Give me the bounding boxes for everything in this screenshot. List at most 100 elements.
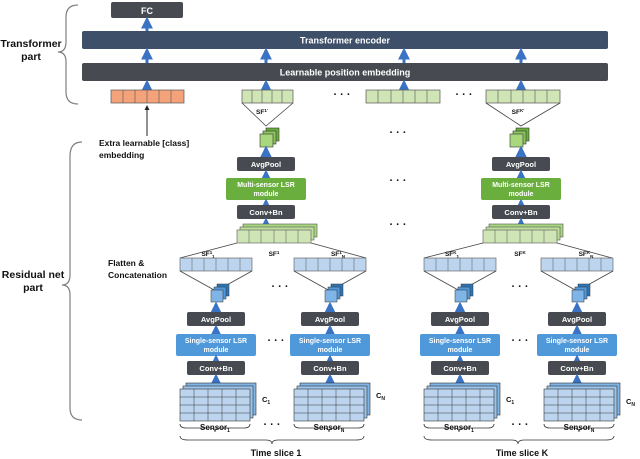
feature-stack-sfk [482, 223, 564, 244]
sensor-brace [293, 423, 365, 433]
concat-funnel-slicek [423, 242, 613, 259]
avgpool-label: AvgPool [506, 160, 536, 169]
single-lsr-label-1: Single-sensor LSR [185, 338, 247, 345]
single-sensor-column-s1-1 [176, 301, 256, 386]
sfk-prime-label: SFK' [512, 108, 525, 116]
transformer-part-label-2: part [21, 51, 41, 63]
sensor-grid-sk-n [543, 382, 621, 422]
class-embedding-label-2: embedding [99, 150, 144, 160]
feature-row-blue [179, 257, 253, 272]
avgpool-label: AvgPool [315, 315, 345, 324]
time-slice-brace [423, 435, 615, 445]
sf1-prime-label: SF1' [256, 108, 268, 116]
time-slice-k-label: Time slice K [496, 448, 549, 458]
time-slice-brace [179, 435, 365, 445]
multi-sensor-lsr-box [481, 178, 561, 200]
single-lsr-label-1: Single-sensor LSR [299, 338, 361, 345]
sf1-label: SF1 [269, 250, 280, 258]
multi-sensor-lsr-label-1: Multi-sensor LSR [237, 182, 295, 189]
conv-bn-label: Conv+Bn [443, 364, 477, 373]
class-embedding-label-1: Extra learnable [class] [99, 138, 189, 148]
concat-funnel-slice1 [179, 242, 367, 259]
fc-box [111, 2, 183, 18]
channel-label: C1 [506, 395, 514, 406]
multi-sensor-lsr-label-2: module [509, 191, 534, 198]
transformer-bracket [57, 4, 79, 105]
conv-bn-box [237, 205, 295, 219]
avgpool-label: AvgPool [201, 315, 231, 324]
transformer-encoder-label: Transformer encoder [300, 36, 391, 46]
conv-bn-label: Conv+Bn [560, 364, 594, 373]
avgpool-label: AvgPool [445, 315, 475, 324]
transformer-encoder-box [82, 31, 608, 49]
residual-part-label-1: Residual net [2, 269, 65, 281]
token-sf1-prime [241, 89, 294, 104]
avgpool-label: AvgPool [251, 160, 281, 169]
sensor-label: SensorN [564, 423, 595, 434]
ellipsis: · · · [263, 419, 280, 431]
token-middle [365, 89, 441, 104]
multi-sensor-lsr-label-2: module [254, 191, 279, 198]
sensor-grid-sk-1 [423, 382, 501, 422]
ellipsis: · · · [511, 281, 528, 293]
ellipsis: · · · [511, 419, 528, 431]
sfk-1-label: SFK1 [445, 250, 460, 259]
conv-bn-label: Conv+Bn [199, 364, 233, 373]
feature-row-blue [293, 257, 367, 272]
conv-bn-label: Conv+Bn [249, 208, 283, 217]
feature-row-blue [540, 257, 614, 272]
ellipsis: · · · [389, 127, 406, 139]
sf1-n-label: SF1N [331, 250, 345, 259]
class-token [110, 89, 185, 104]
token-sfk-prime [485, 89, 561, 104]
sensor-brace [423, 423, 495, 433]
cube-icon [571, 283, 591, 303]
single-sensor-column-s1-n [290, 301, 370, 386]
token-dots-left: · · · [333, 89, 350, 101]
position-embedding-box [82, 63, 608, 81]
ellipsis: · · · [267, 335, 284, 347]
single-lsr-label-2: module [318, 347, 343, 354]
channel-label: C1 [262, 395, 270, 406]
single-sensor-column-sk-n [537, 301, 617, 386]
cube-icon [259, 127, 280, 148]
funnel-sfk-prime [485, 102, 561, 127]
ellipsis: · · · [511, 335, 528, 347]
multi-sensor-lsr-box [226, 178, 306, 200]
single-lsr-label-2: module [204, 347, 229, 354]
feature-stack-sf1 [236, 223, 318, 244]
funnel-sf1-prime [241, 102, 294, 127]
ellipsis: · · · [271, 281, 288, 293]
sensor-grid-s1-n [293, 382, 371, 422]
token-dots-right: · · · [455, 89, 472, 101]
feature-row-blue [423, 257, 497, 272]
channel-label: CN [376, 391, 385, 402]
sensor-brace [179, 423, 251, 433]
single-lsr-label-2: module [448, 347, 473, 354]
avgpool-label: AvgPool [562, 315, 592, 324]
sensor-label: SensorN [314, 423, 345, 434]
sensor-label: Sensor1 [444, 423, 474, 434]
cube-icon [210, 283, 230, 303]
conv-bn-box [492, 205, 550, 219]
single-lsr-label-1: Single-sensor LSR [546, 338, 608, 345]
avgpool-box [492, 157, 550, 171]
cube-icon [324, 283, 344, 303]
time-slice-1-label: Time slice 1 [251, 448, 302, 458]
position-embedding-label: Learnable position embedding [280, 68, 411, 78]
sfk-label: SFK [514, 250, 526, 258]
transformer-part-label-1: Transformer [0, 38, 61, 50]
sensor-grid-s1-1 [179, 382, 257, 422]
residual-part-label-2: part [23, 282, 43, 294]
conv-bn-label: Conv+Bn [313, 364, 347, 373]
sfk-n-label: SFKN [579, 250, 594, 259]
ellipsis: · · · [389, 175, 406, 187]
residual-bracket [61, 141, 83, 421]
multi-sensor-lsr-label-1: Multi-sensor LSR [492, 182, 550, 189]
flatten-label-1: Flatten & [108, 258, 144, 268]
avgpool-box [237, 157, 295, 171]
sensor-label: Sensor1 [200, 423, 230, 434]
conv-bn-label: Conv+Bn [504, 208, 538, 217]
